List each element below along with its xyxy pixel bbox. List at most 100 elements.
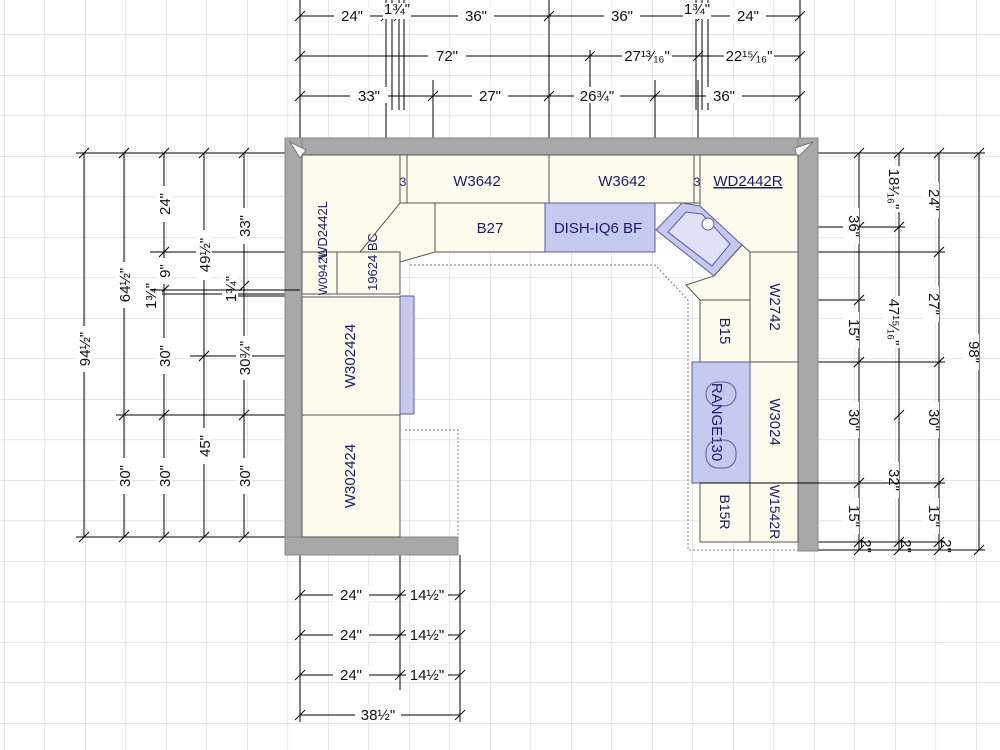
wall-top: [284, 137, 819, 156]
right-dim-c4: 98": [965, 341, 982, 363]
cabinet-w2742-label: W2742: [766, 283, 783, 331]
top-dim-r3c: 26¾": [580, 88, 615, 105]
bottom-dim-r3a: 24": [340, 667, 362, 684]
cabinet-b15[interactable]: [699, 299, 751, 363]
left-dim-c3a: 1¾": [143, 283, 160, 309]
wall-corner-marker-right: [794, 141, 814, 160]
cabinet-b15-label: B15: [716, 318, 733, 345]
left-dim-c3b: 1¾": [223, 276, 240, 302]
right-dim-c1b: 15": [845, 319, 862, 341]
cabinet-b9624-label: 19624 BC: [365, 233, 380, 291]
top-dim-r2a: 72": [436, 48, 458, 65]
bottom-dim-r4: 38½": [361, 707, 396, 724]
bottom-dim-r2b: 14½": [410, 627, 445, 644]
left-dim-c2a: 64½": [117, 268, 134, 303]
cabinet-b15r-label: B15R: [717, 494, 733, 529]
cabinet-corner-base-left[interactable]: [359, 202, 436, 263]
cabinet-b9624[interactable]: [336, 251, 401, 295]
left-dim-c5b: 45": [197, 435, 214, 457]
sink-basin: [667, 211, 731, 267]
left-dim-c4d: 30": [157, 465, 174, 487]
right-dim-c2a: 18¹⁄₁₆": [885, 169, 902, 210]
left-dim-c4c: 30": [157, 345, 174, 367]
appliance-left-panel[interactable]: [399, 295, 415, 415]
appliance-dishwasher[interactable]: [544, 202, 656, 253]
wall-right: [797, 137, 819, 552]
cabinet-wd2442r-label: WD2442R: [713, 173, 782, 190]
right-dimensions: 36" 15" 30" 15" 2" 18¹⁄₁₆" 47¹⁵⁄₁₆" 32" …: [760, 147, 985, 556]
countertop-outline: [405, 264, 798, 551]
cabinets: 3 W3642 W3642 3 WD2442R B27 DISH-IQ6 BF …: [301, 154, 799, 543]
right-dim-c3d: 15": [925, 505, 942, 527]
cabinet-b15r[interactable]: [699, 482, 751, 543]
cabinet-w3024-label: W3024: [766, 398, 783, 446]
bottom-dim-r1b: 14½": [410, 587, 445, 604]
range-burner-icon-2: [705, 439, 737, 469]
cabinet-w302424-a-label: W302424: [342, 324, 359, 388]
cabinet-w3642-b-label: W3642: [598, 173, 646, 190]
wall-bottom: [284, 536, 459, 556]
appliance-dishwasher-label: DISH-IQ6 BF: [554, 220, 642, 237]
sink-drain-icon: [701, 217, 715, 231]
cabinet-w0942l-wd2442l-label: WD2442L: [315, 201, 330, 259]
cabinet-w0942l[interactable]: [301, 251, 338, 295]
right-dim-c1a: 36": [845, 215, 862, 237]
bottom-dim-r1a: 24": [340, 587, 362, 604]
cabinet-filler-top-right-label: 3: [694, 175, 701, 189]
top-dim-r3b: 27": [479, 88, 501, 105]
top-dim-r1e: 1¾": [684, 1, 710, 18]
top-dim-r1f: 24": [737, 8, 759, 25]
cabinet-w0942l-label: W0942L: [316, 250, 330, 295]
appliance-range-label: RANGE130: [708, 383, 725, 461]
top-dim-r3a: 33": [358, 88, 380, 105]
top-dim-r1b: 1¾": [384, 1, 410, 18]
cabinet-w302424-a[interactable]: [301, 296, 401, 416]
cabinet-w302424-b-label: W302424: [342, 444, 359, 508]
right-dim-c3b: 27": [925, 293, 942, 315]
cabinet-w302424-b[interactable]: [301, 414, 401, 538]
right-dim-c2b: 47¹⁵⁄₁₆": [885, 299, 902, 346]
bottom-dim-r3b: 14½": [410, 667, 445, 684]
left-dim-c2b: 30": [117, 465, 134, 487]
top-dimensions: 24" 1¾" 36" 36" 1¾" 24" 72" 27¹³⁄₁₆" 22¹…: [294, 0, 806, 140]
right-dim-c3a: 24": [925, 189, 942, 211]
left-dim-c1: 94½": [77, 332, 94, 367]
top-dim-r1c: 36": [465, 8, 487, 25]
cabinet-w3642-a-label: W3642: [453, 173, 501, 190]
cabinet-w1542r-label: W1542R: [767, 485, 783, 539]
ceiling-boundary-lines: [150, 289, 945, 484]
top-dim-r3d: 36": [713, 88, 735, 105]
walls: [284, 137, 819, 556]
wall-left: [284, 137, 303, 556]
right-dim-c2c: 32": [885, 469, 902, 491]
cabinet-w2742[interactable]: [749, 251, 799, 363]
left-dim-c4a: 24": [157, 193, 174, 215]
cabinet-w1542r[interactable]: [749, 482, 799, 543]
bottom-dimensions: 24" 14½" 24" 14½" 24" 14½" 38½": [294, 555, 466, 724]
wall-corner-marker-left: [288, 140, 307, 159]
left-dim-c6d: 30": [237, 465, 254, 487]
range-burner-icon-1: [705, 381, 737, 407]
right-dim-c1e: 2": [857, 539, 874, 553]
right-dim-c1c: 30": [845, 409, 862, 431]
top-dim-r2c: 22¹⁵⁄₁₆": [726, 48, 773, 65]
cabinet-b27-label: B27: [477, 220, 504, 237]
top-dim-r1d: 36": [611, 8, 633, 25]
cabinet-filler-top-left-label: 3: [400, 175, 407, 189]
top-dim-r2b: 27¹³⁄₁₆": [624, 48, 670, 65]
right-dim-c1d: 15": [845, 505, 862, 527]
bottom-dim-r2a: 24": [340, 627, 362, 644]
left-dimensions: 94½" 64½" 30" 1¾" 1¾" 24" 9" 30" 30" 49½…: [76, 147, 285, 543]
right-dim-c3e: 2": [937, 539, 954, 553]
top-dim-r1a: 24": [341, 8, 363, 25]
cabinet-b27[interactable]: [434, 202, 546, 253]
right-dim-c2d: 2": [897, 539, 914, 553]
cabinet-w3642-b[interactable]: [548, 154, 695, 204]
left-dim-c5a: 49½": [197, 238, 214, 273]
left-dim-c6a: 33": [237, 215, 254, 237]
left-dim-c4b: 9": [157, 264, 174, 278]
left-dim-c6c: 30¾": [237, 341, 254, 376]
right-dim-c3c: 30": [925, 409, 942, 431]
